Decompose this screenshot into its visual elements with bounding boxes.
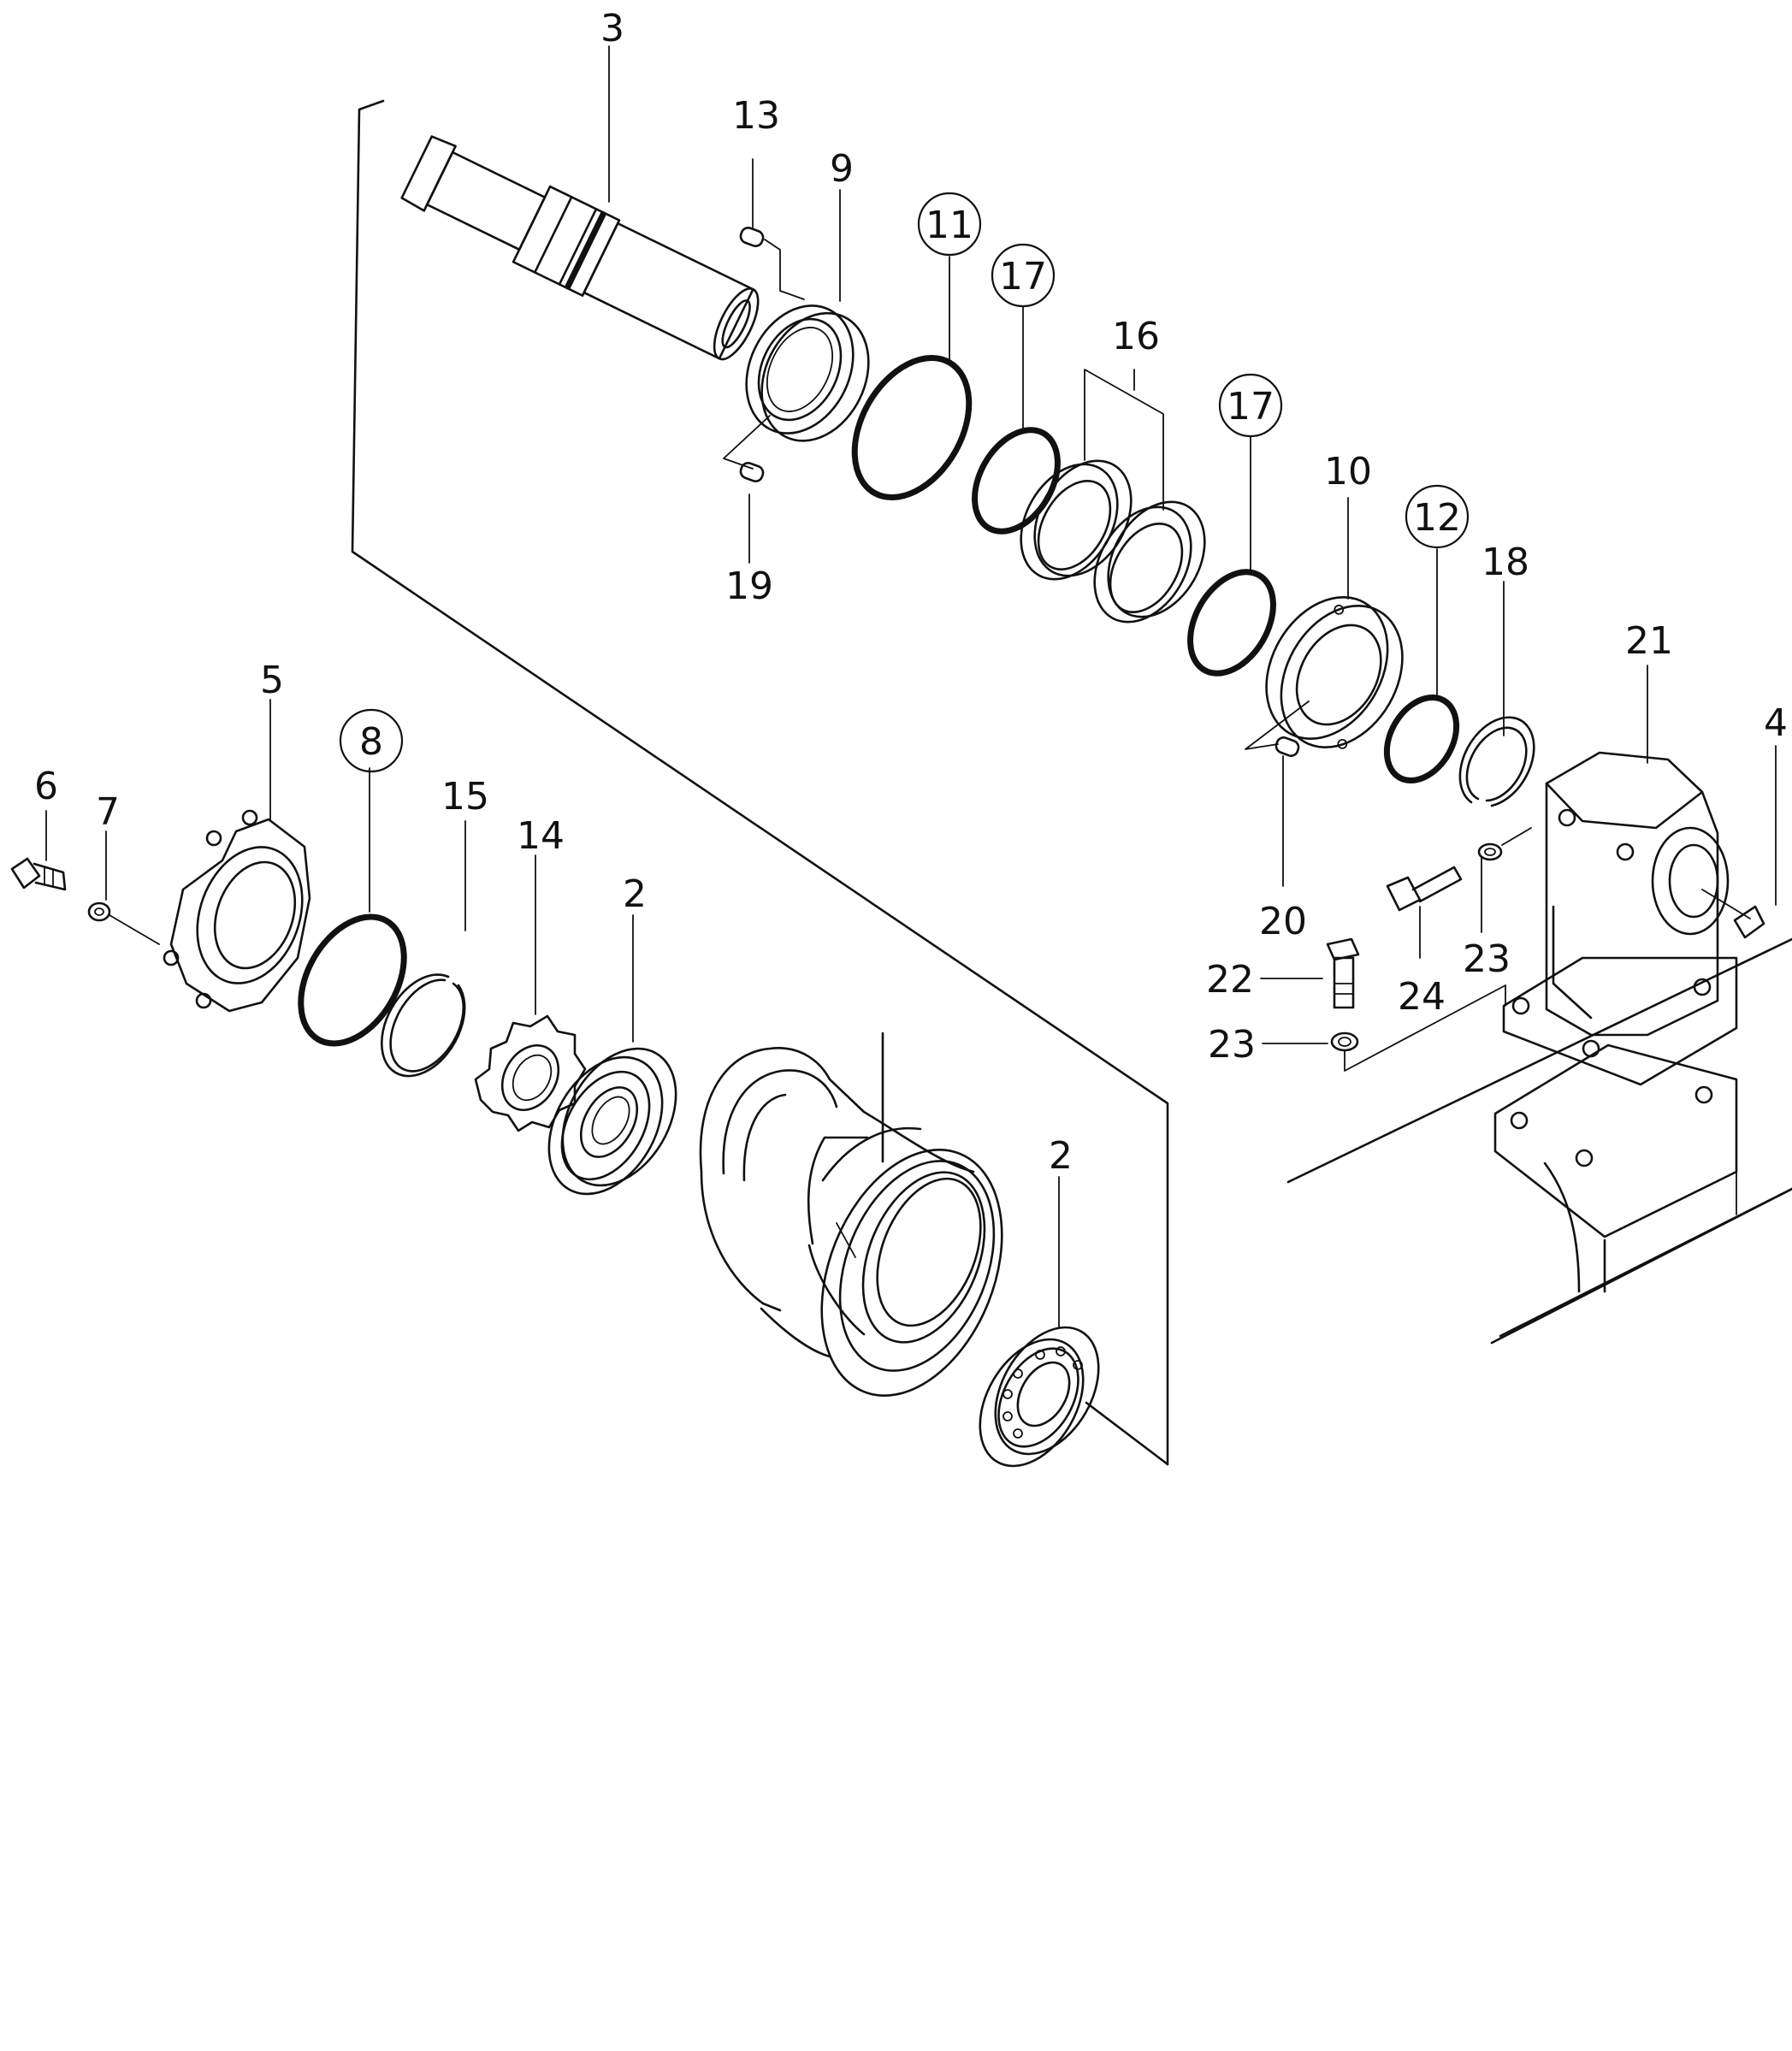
- part-5-label: 5: [260, 659, 284, 702]
- bolt-part: [10, 857, 67, 891]
- part-2-label: 2: [1049, 1134, 1073, 1178]
- o-ring-part: [1383, 695, 1460, 783]
- part-6-label: 6: [34, 765, 58, 808]
- bearing-part: [547, 1047, 677, 1196]
- part-22-label: 22: [1206, 958, 1254, 1002]
- pin-part: [1245, 700, 1310, 757]
- part-19-label: 19: [725, 564, 773, 608]
- part-7-label: 7: [96, 790, 120, 834]
- part-15-label: 15: [441, 775, 489, 819]
- part-3-label: 3: [600, 7, 624, 50]
- part-9-label: 9: [830, 147, 854, 191]
- seal-part: [1265, 596, 1404, 749]
- bolt-part: [1386, 827, 1532, 912]
- part-18-label: 18: [1482, 541, 1529, 584]
- part-17-label: 17: [1227, 385, 1275, 429]
- shaft-part: [400, 135, 760, 361]
- washer-part: [87, 901, 160, 945]
- bracket-part: [1502, 751, 1738, 1086]
- callout-circles: [339, 192, 1470, 773]
- part-21-label: 21: [1625, 619, 1673, 663]
- o-ring-part: [298, 913, 407, 1047]
- o-ring-part: [851, 354, 1276, 677]
- nut-part: [474, 1014, 587, 1132]
- part-8-label: 8: [359, 720, 383, 764]
- floating-seal-part: [1020, 369, 1206, 624]
- leader-lines: [45, 45, 1777, 1328]
- part-11-label: 11: [926, 204, 973, 247]
- assembly-outline: [351, 99, 1169, 1466]
- bolt-part: [1326, 937, 1506, 1072]
- part-14-label: 14: [517, 814, 565, 858]
- pin-part: [723, 227, 805, 482]
- part-labels: 3 13 9 11 17 16 17 10 12 18 19 21 4 20 5…: [34, 7, 1788, 1178]
- part-10-label: 10: [1324, 450, 1372, 494]
- part-23-label: 23: [1208, 1023, 1256, 1067]
- bearing-part: [979, 1326, 1100, 1468]
- part-2-label: 2: [623, 872, 647, 916]
- track-frame: [1286, 937, 1792, 1345]
- bolt-part: [1701, 889, 1765, 939]
- seal-part: [745, 304, 870, 442]
- part-17-label: 17: [999, 255, 1047, 298]
- part-4-label: 4: [1764, 701, 1788, 745]
- cover-part: [163, 809, 311, 1013]
- part-13-label: 13: [732, 94, 780, 138]
- roller-part: [699, 1031, 1003, 1397]
- snap-ring-part: [1458, 716, 1535, 807]
- part-12-label: 12: [1413, 496, 1461, 540]
- snap-ring-part: [381, 973, 466, 1078]
- part-16-label: 16: [1112, 315, 1160, 358]
- part-20-label: 20: [1259, 900, 1307, 943]
- part-24-label: 24: [1398, 975, 1446, 1019]
- part-23-label: 23: [1463, 937, 1511, 981]
